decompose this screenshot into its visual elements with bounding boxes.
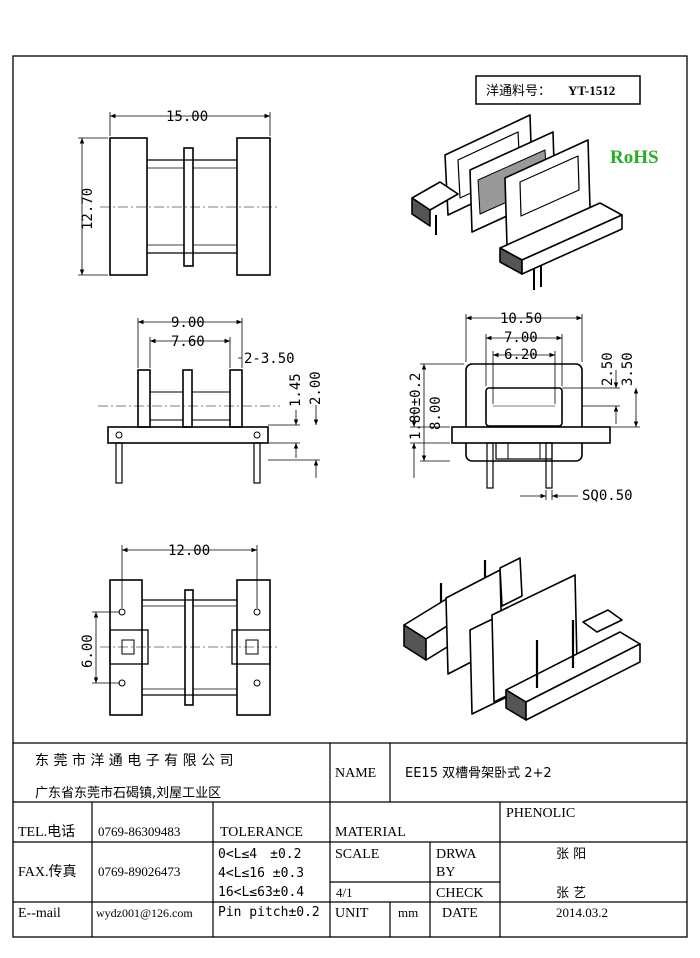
tel-value: 0769-86309483: [98, 824, 180, 839]
unit-label: UNIT: [335, 906, 369, 921]
dim-7-60: 7.60: [171, 334, 205, 350]
dim-height-12-70: 12.70: [80, 188, 96, 230]
dim-6-20: 6.20: [504, 347, 538, 363]
dim-3-50: 3.50: [620, 352, 636, 386]
iso-view-top: [411, 114, 623, 290]
dim-1-80: 1.80±0.2: [408, 373, 424, 440]
by-label: BY: [436, 865, 455, 880]
front-view: [100, 137, 280, 276]
end-view-dims: [410, 314, 640, 500]
scale-label: SCALE: [335, 847, 379, 862]
tolerance-row-3: 16<L≤63±0.4: [218, 885, 304, 900]
tolerance-label: TOLERANCE: [220, 825, 303, 840]
drawn-by: 张 阳: [556, 847, 586, 862]
part-number-label: 洋通料号：: [486, 84, 551, 99]
name-label: NAME: [335, 766, 376, 781]
company-address: 广东省东莞市石碣镇,刘屋工业区: [35, 785, 221, 801]
tolerance-row-2: 4<L≤16 ±0.3: [218, 866, 304, 881]
bottom-view-dims: [92, 545, 258, 684]
sheet-border: [12, 55, 688, 938]
part-number-box: 洋通料号： YT-1512: [475, 75, 641, 105]
iso-view-bottom: [403, 557, 641, 721]
dim-10-50: 10.50: [500, 311, 542, 327]
part-name: EE15 双槽骨架卧式 2+2: [405, 766, 552, 781]
part-number: YT-1512: [568, 83, 615, 98]
dim-2x3-50: 2-3.50: [244, 351, 295, 367]
dim-width-15: 15.00: [166, 109, 208, 125]
title-block-grid: [13, 742, 687, 937]
bottom-view: [100, 579, 280, 716]
dim-sq-0-50: SQ0.50: [582, 488, 633, 504]
dim-2-00: 2.00: [308, 371, 324, 405]
company-name: 东 莞 市 洋 通 电 子 有 限 公 司: [35, 752, 234, 769]
tolerance-row-4: Pin pitch±0.2: [218, 905, 320, 920]
tel-label: TEL.电话: [18, 824, 75, 840]
unit-value: mm: [398, 905, 418, 920]
dim-2-50: 2.50: [600, 352, 616, 386]
material-value: PHENOLIC: [506, 806, 575, 821]
date-label: DATE: [442, 906, 478, 921]
fax-label: FAX.传真: [18, 864, 76, 880]
dim-9-00: 9.00: [171, 315, 205, 331]
material-label: MATERIAL: [335, 825, 406, 840]
email-label: E--mail: [18, 906, 61, 921]
side-view-dims: [137, 318, 320, 478]
rohs-mark: RoHS: [610, 147, 659, 168]
end-view: [451, 363, 611, 489]
dim-12-00: 12.00: [168, 543, 210, 559]
side-view: [98, 369, 280, 484]
tolerance-row-1: 0<L≤4 ±0.2: [218, 847, 301, 862]
email-value: wydz001@126.com: [96, 906, 193, 920]
dim-1-45: 1.45: [288, 373, 304, 407]
dim-7-00: 7.00: [504, 330, 538, 346]
check-label: CHECK: [436, 886, 483, 901]
checked-by: 张 艺: [556, 886, 586, 901]
drwa-label: DRWA: [436, 847, 477, 862]
dim-8-00: 8.00: [428, 396, 444, 430]
scale-value: 4/1: [336, 885, 353, 900]
fax-value: 0769-89026473: [98, 864, 180, 879]
date-value: 2014.03.2: [556, 905, 608, 920]
front-view-dims: [78, 112, 271, 276]
dim-6-00: 6.00: [80, 634, 96, 668]
